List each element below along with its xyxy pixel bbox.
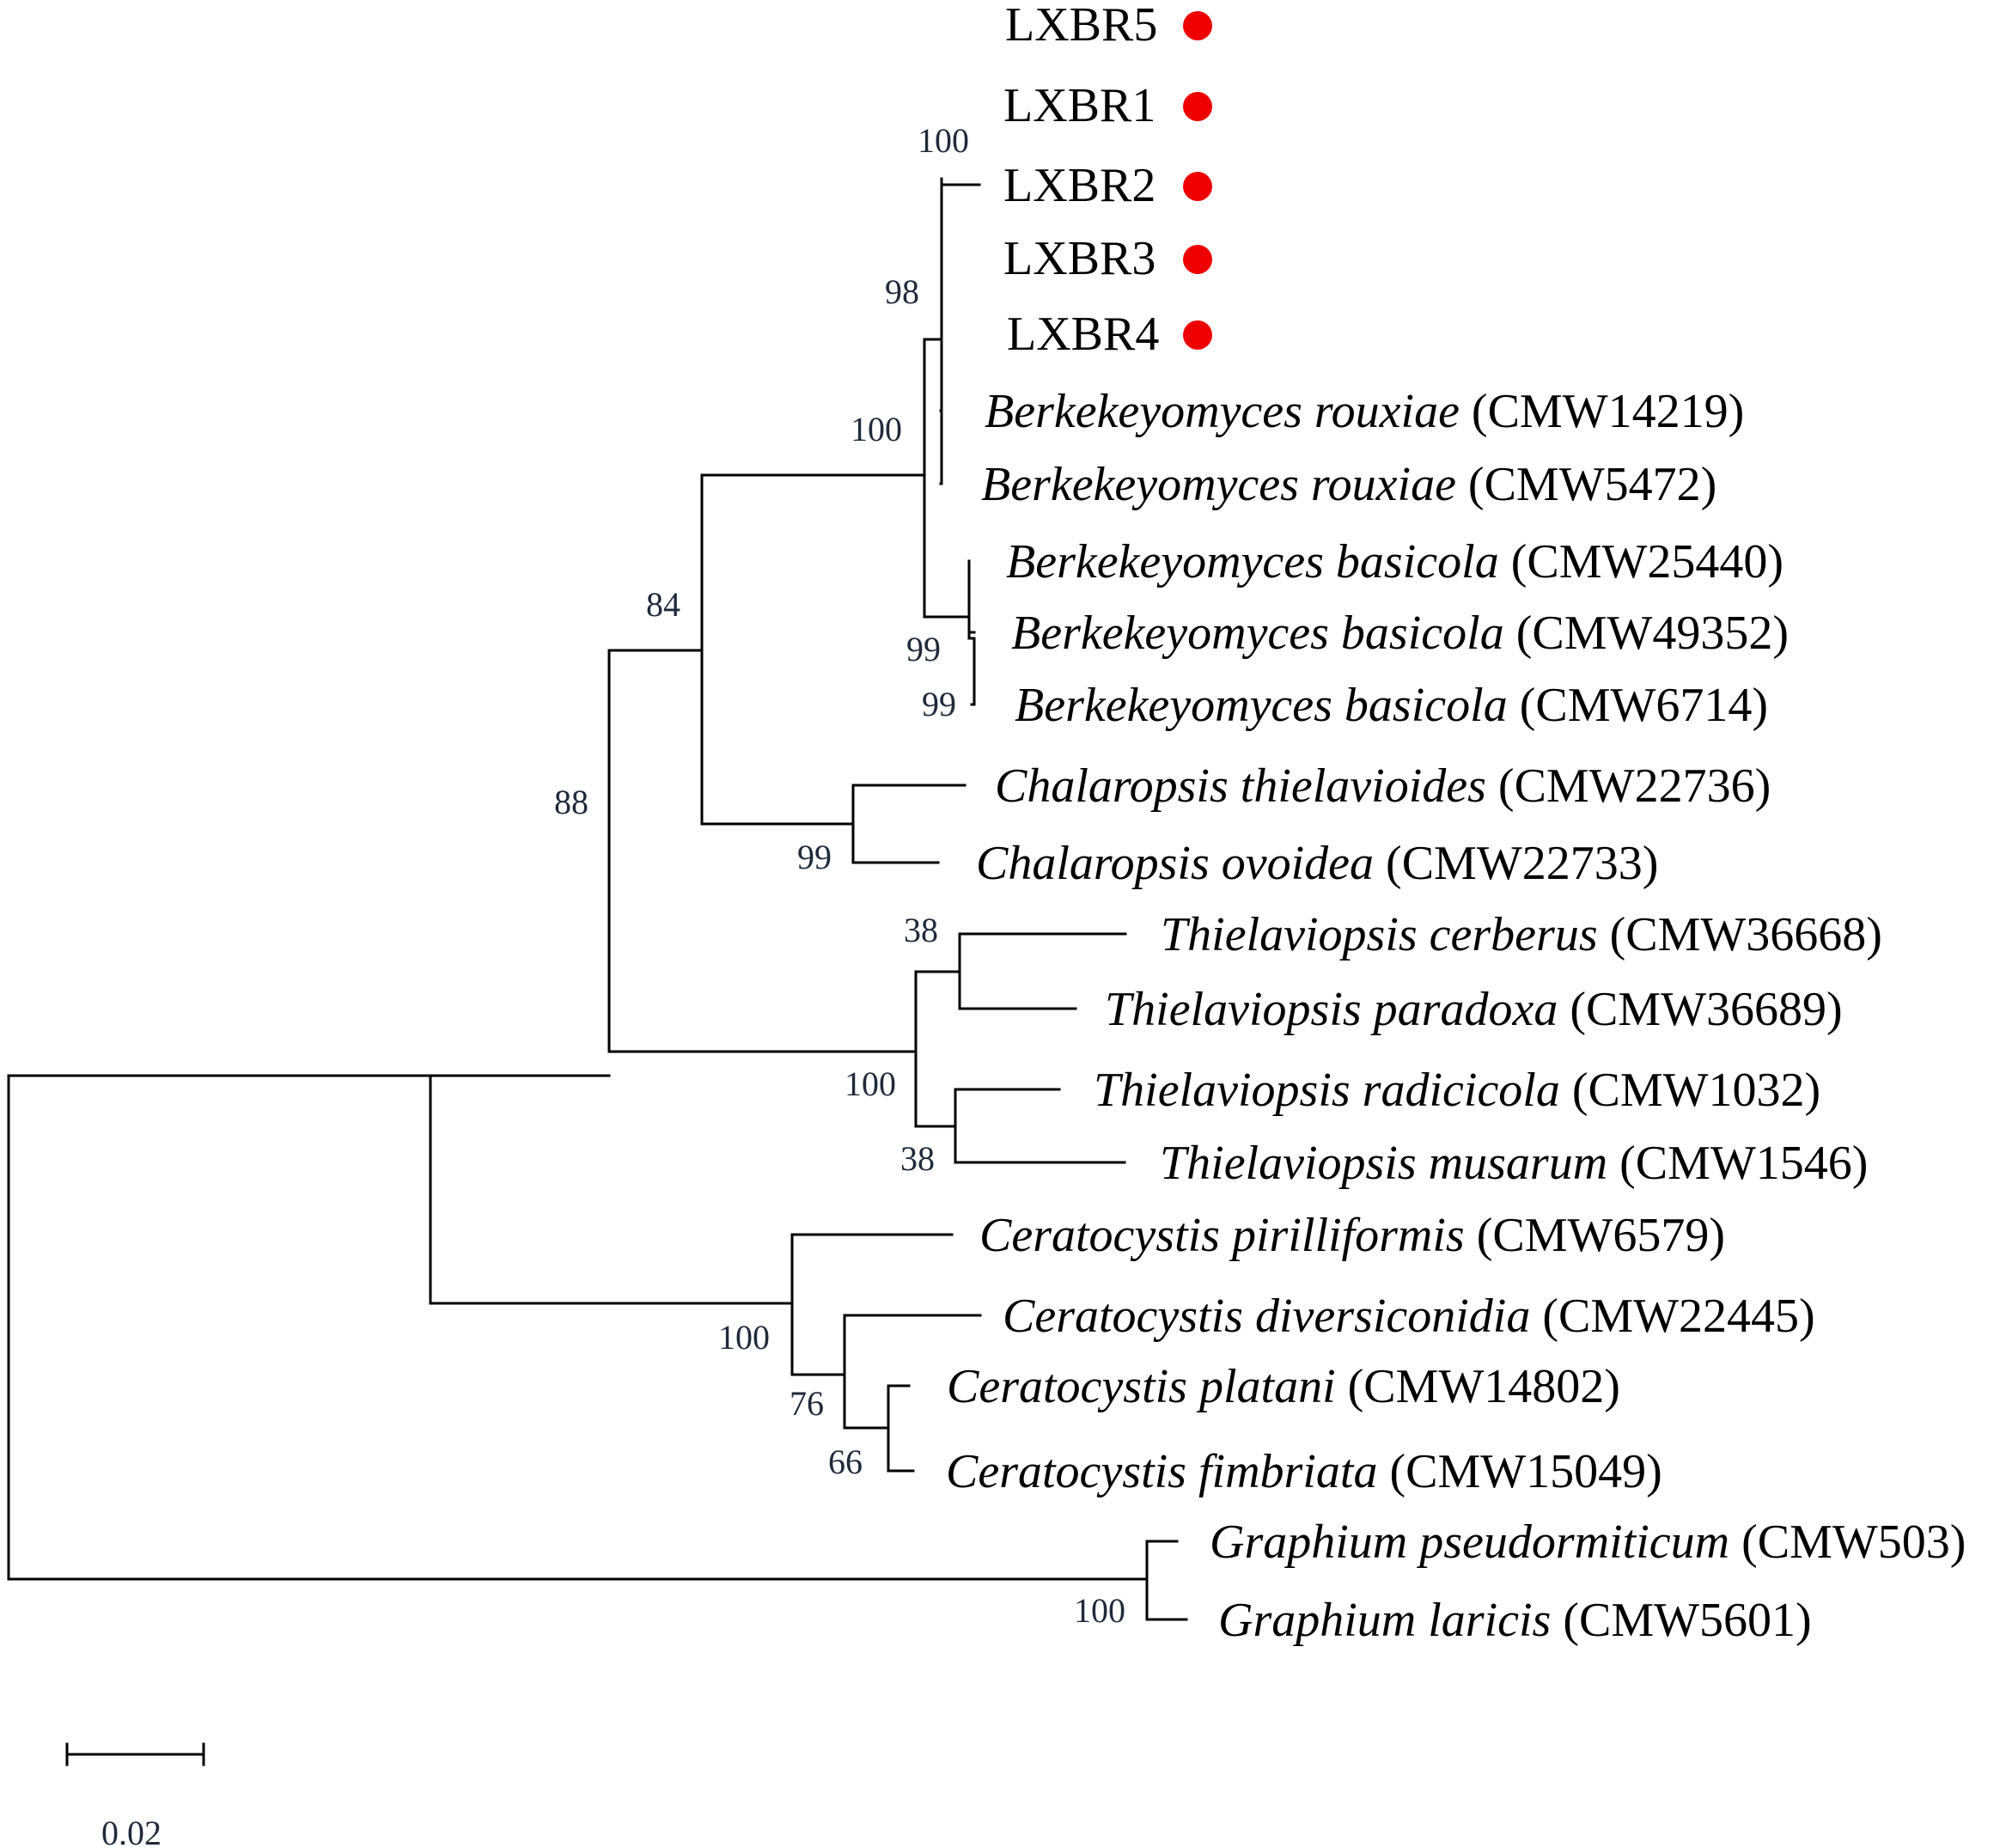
sample-markers (1183, 11, 1212, 350)
taxon-species-name: Berkekeyomyces rouxiae (985, 385, 1472, 438)
bootstrap-value: 100 (1074, 1591, 1125, 1630)
taxon-strain-code: (CMW22445) (1542, 1290, 1814, 1343)
sample-marker-dot (1183, 11, 1212, 40)
taxon-species-name: Thielaviopsis radicicola (1094, 1064, 1572, 1117)
taxon-species-name: Ceratocystis fimbriata (946, 1445, 1389, 1498)
taxon-species-name: Chalaropsis thielavioides (995, 759, 1498, 813)
taxon-label-t16: Thielaviopsis musarum (CMW1546) (1160, 1137, 1868, 1190)
taxon-label-t6: Berkekeyomyces rouxiae (CMW14219) (985, 385, 1744, 438)
taxon-strain-code: (CMW5472) (1468, 458, 1716, 511)
taxon-species-name: Ceratocystis diversiconidia (1003, 1290, 1542, 1343)
bootstrap-value: 100 (851, 410, 902, 448)
taxon-label-t13: Thielaviopsis cerberus (CMW36668) (1161, 908, 1882, 961)
taxon-strain-code: (CMW1032) (1572, 1064, 1820, 1117)
bootstrap-value: 66 (828, 1442, 863, 1481)
taxon-strain-code: (CMW15049) (1389, 1445, 1662, 1498)
taxon-species-name: Berkekeyomyces basicola (1011, 607, 1516, 660)
taxon-strain-code: (CMW25440) (1511, 535, 1784, 589)
taxon-label-t11: Chalaropsis thielavioides (CMW22736) (995, 759, 1771, 813)
taxon-species-name: Ceratocystis pirilliformis (979, 1209, 1477, 1262)
bootstrap-value: 38 (904, 911, 938, 949)
bootstrap-value: 98 (885, 272, 919, 311)
taxon-label-t22: Graphium laricis (CMW5601) (1218, 1594, 1812, 1647)
taxon-label-t12: Chalaropsis ovoidea (CMW22733) (976, 837, 1658, 890)
taxon-species-name: Ceratocystis platani (947, 1360, 1348, 1413)
bootstrap-value: 76 (790, 1384, 824, 1423)
bootstrap-value: 84 (646, 585, 680, 624)
taxon-label-t4: LXBR3 (1003, 232, 1155, 285)
taxon-label-t1: LXBR5 (1005, 0, 1157, 52)
sample-marker-dot (1183, 245, 1212, 274)
taxon-label-t17: Ceratocystis pirilliformis (CMW6579) (979, 1209, 1725, 1262)
taxon-species-name: Graphium pseudormiticum (1210, 1516, 1741, 1569)
bootstrap-value: 99 (797, 838, 832, 876)
taxon-strain-code: LXBR4 (1007, 308, 1159, 361)
taxon-strain-code: LXBR3 (1003, 232, 1155, 285)
taxon-strain-code: (CMW6579) (1477, 1209, 1725, 1262)
taxon-strain-code: (CMW5601) (1563, 1594, 1811, 1647)
sample-marker-dot (1183, 92, 1212, 121)
scale-bar: 0.02 (65, 1742, 205, 1848)
bootstrap-value: 99 (922, 685, 956, 723)
taxon-label-t18: Ceratocystis diversiconidia (CMW22445) (1003, 1290, 1815, 1343)
scale-bar-label: 0.02 (101, 1814, 162, 1848)
taxon-species-name: Berkekeyomyces basicola (1015, 679, 1520, 732)
taxon-strain-code: (CMW49352) (1516, 607, 1789, 660)
taxon-label-t8: Berkekeyomyces basicola (CMW25440) (1006, 535, 1784, 589)
taxon-label-t19: Ceratocystis platani (CMW14802) (947, 1360, 1620, 1413)
taxon-species-name: Berkekeyomyces basicola (1006, 535, 1511, 589)
taxon-strain-code: (CMW14219) (1472, 385, 1744, 438)
taxon-labels: LXBR5LXBR1LXBR2LXBR3LXBR4Berkekeyomyces … (946, 0, 1966, 1647)
taxon-strain-code: (CMW503) (1741, 1516, 1966, 1569)
taxon-strain-code: LXBR2 (1003, 159, 1155, 212)
tree-branches (7, 177, 1188, 1621)
bootstrap-value: 100 (718, 1318, 770, 1357)
taxon-strain-code: (CMW36668) (1610, 908, 1882, 961)
bootstrap-value: 88 (554, 783, 588, 821)
taxon-strain-code: (CMW36689) (1570, 983, 1842, 1036)
taxon-label-t10: Berkekeyomyces basicola (CMW6714) (1015, 679, 1768, 732)
taxon-label-t20: Ceratocystis fimbriata (CMW15049) (946, 1445, 1662, 1498)
taxon-label-t21: Graphium pseudormiticum (CMW503) (1210, 1516, 1966, 1569)
taxon-species-name: Berkekeyomyces rouxiae (981, 458, 1468, 511)
bootstrap-value: 100 (845, 1064, 896, 1103)
taxon-strain-code: (CMW22736) (1498, 759, 1771, 813)
taxon-strain-code: LXBR1 (1003, 79, 1155, 132)
taxon-strain-code: LXBR5 (1005, 0, 1157, 52)
sample-marker-dot (1183, 172, 1212, 201)
taxon-label-t5: LXBR4 (1007, 308, 1159, 361)
taxon-species-name: Chalaropsis ovoidea (976, 837, 1386, 890)
taxon-strain-code: (CMW14802) (1348, 1360, 1620, 1413)
taxon-label-t7: Berkekeyomyces rouxiae (CMW5472) (981, 458, 1716, 511)
taxon-label-t2: LXBR1 (1003, 79, 1155, 132)
taxon-label-t14: Thielaviopsis paradoxa (CMW36689) (1105, 983, 1843, 1036)
taxon-strain-code: (CMW22733) (1386, 837, 1658, 890)
taxon-species-name: Thielaviopsis musarum (1160, 1137, 1619, 1190)
taxon-species-name: Thielaviopsis cerberus (1161, 908, 1610, 961)
bootstrap-value: 100 (918, 121, 969, 160)
taxon-strain-code: (CMW1546) (1619, 1137, 1868, 1190)
taxon-species-name: Graphium laricis (1218, 1594, 1563, 1647)
taxon-label-t9: Berkekeyomyces basicola (CMW49352) (1011, 607, 1789, 660)
taxon-strain-code: (CMW6714) (1520, 679, 1768, 732)
bootstrap-value: 38 (900, 1139, 935, 1178)
sample-marker-dot (1183, 320, 1212, 350)
taxon-label-t15: Thielaviopsis radicicola (CMW1032) (1094, 1064, 1820, 1117)
taxon-label-t3: LXBR2 (1003, 159, 1155, 212)
taxon-species-name: Thielaviopsis paradoxa (1105, 983, 1570, 1036)
bootstrap-value: 99 (906, 630, 941, 668)
